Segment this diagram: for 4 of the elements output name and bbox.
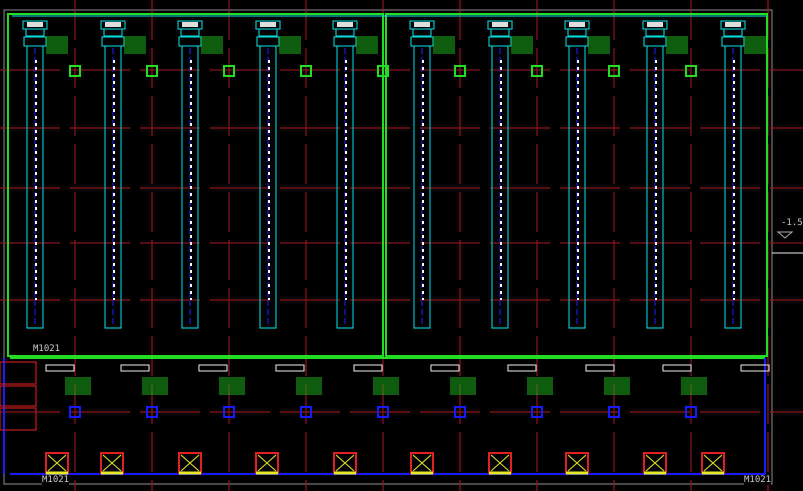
door-label: M1021: [42, 476, 70, 485]
door-label: M1021: [33, 345, 60, 354]
elevation-label: -1.5: [781, 219, 803, 228]
door-label: M1021: [744, 476, 772, 485]
